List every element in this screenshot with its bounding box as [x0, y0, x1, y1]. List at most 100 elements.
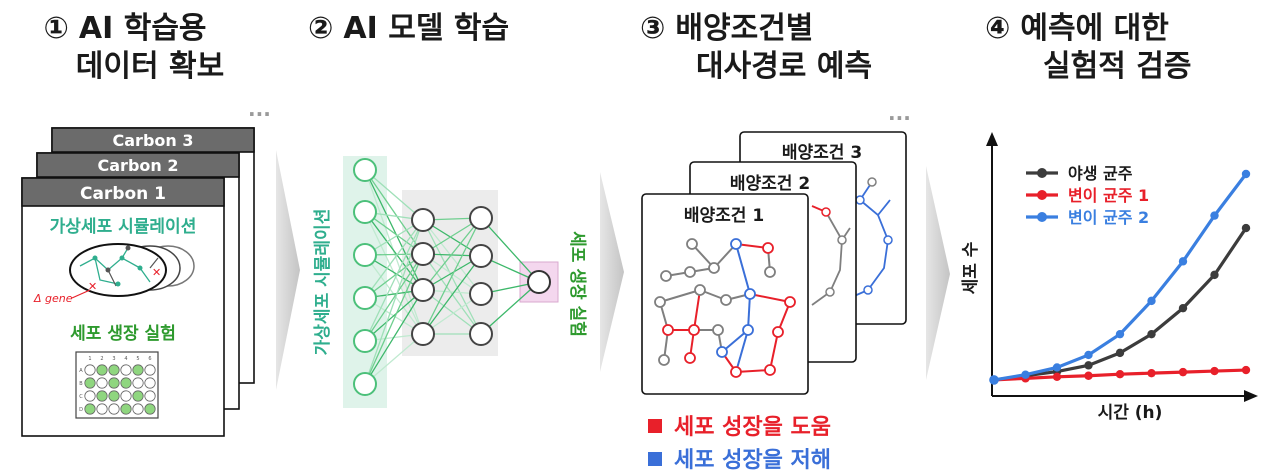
series-point	[1241, 365, 1251, 375]
x-axis-label: 시간 (h)	[1098, 403, 1163, 423]
step-1-line1: AI 학습용	[78, 11, 207, 46]
pathway-node	[764, 266, 776, 278]
well	[108, 390, 120, 402]
pathway-node	[730, 238, 742, 250]
pathway-edge	[735, 243, 751, 295]
series-point	[1147, 329, 1156, 339]
pathway-node	[716, 346, 728, 358]
legend-promote: 세포 성장을 도움	[648, 409, 831, 441]
well	[132, 390, 144, 402]
pathway-edge	[747, 293, 751, 331]
knockout-x-icon: ✕	[152, 266, 161, 279]
input-node	[353, 329, 377, 353]
hidden-node	[469, 206, 493, 230]
pathway-node	[686, 238, 698, 250]
pathway-node	[712, 324, 724, 336]
pathway-edge	[769, 331, 779, 371]
series-point	[1210, 270, 1219, 280]
well	[96, 377, 108, 389]
pathway-node	[660, 270, 672, 282]
series-line	[993, 227, 1248, 382]
network-edge	[364, 169, 424, 291]
network-edge	[422, 217, 482, 335]
legend-marker	[1037, 212, 1047, 222]
input-node	[353, 286, 377, 310]
series-point	[1241, 169, 1251, 179]
step-4-line2: 실험적 검증	[1043, 49, 1192, 84]
hidden-node	[469, 244, 493, 268]
well-col-label: 3	[112, 356, 115, 362]
virtual-cell-icons: ✕ ✕	[69, 243, 195, 297]
pathway-node	[720, 294, 732, 306]
series-point	[1052, 372, 1062, 381]
pathway-node	[684, 266, 696, 278]
step-1-line2: 데이터 확보	[75, 49, 225, 84]
series-point	[1084, 361, 1093, 370]
well	[120, 364, 132, 376]
step-2-title: ② AI 모델 학습	[308, 10, 558, 48]
well	[96, 390, 108, 402]
series-point	[1052, 363, 1062, 372]
hidden-node	[469, 322, 493, 346]
step-1-number: ①	[43, 11, 69, 46]
network-edge	[364, 333, 424, 385]
network-edge	[364, 253, 424, 342]
pathway-node	[730, 366, 742, 378]
pathway-node	[764, 364, 776, 376]
well	[108, 377, 120, 389]
legend-inhibit-swatch	[648, 452, 662, 466]
input-node	[353, 372, 377, 396]
legend-marker	[1037, 168, 1047, 178]
well	[120, 403, 132, 415]
series-point	[1178, 303, 1188, 313]
series-point	[1115, 370, 1125, 379]
well	[120, 390, 132, 402]
well-col-label: 4	[124, 356, 127, 362]
pathway-node	[772, 326, 784, 338]
legend-inhibit-label: 세포 성장을 저해	[674, 448, 831, 473]
well	[84, 390, 96, 402]
pathway-edge	[659, 289, 701, 303]
chart-series	[989, 169, 1251, 385]
well-col-label: 2	[100, 356, 103, 362]
network-edge	[364, 219, 424, 342]
legend-label: 변이 균주 2	[1068, 208, 1149, 227]
nn-input-label: 가상세포 시뮬레이션	[313, 209, 333, 356]
hidden-node	[411, 322, 435, 346]
series-point	[1021, 370, 1030, 379]
step-2-line1: AI 모델 학습	[343, 11, 510, 46]
well	[144, 403, 156, 415]
series-start-point	[989, 375, 999, 385]
input-node	[353, 158, 377, 182]
knockout-x-icon-2: ✕	[88, 280, 97, 293]
flow-arrow-2	[600, 172, 624, 372]
network-edge	[480, 217, 540, 283]
well	[144, 377, 156, 389]
gene-label: Δ gene	[33, 292, 73, 305]
carbon-3-label: Carbon 3	[113, 131, 194, 150]
flow-arrow-1	[276, 150, 300, 390]
series-point	[1147, 368, 1156, 378]
simulation-label: 가상세포 시뮬레이션	[50, 217, 197, 237]
well	[144, 390, 156, 402]
well	[108, 403, 120, 415]
network-edge	[364, 289, 424, 342]
network-edge	[364, 253, 424, 299]
network-edge	[422, 219, 482, 295]
legend-promote-swatch	[648, 419, 662, 433]
legend-label: 야생 균주	[1068, 164, 1133, 183]
y-axis-arrow	[986, 132, 998, 146]
network-edge	[480, 281, 540, 335]
condition-2-label: 배양조건 2	[730, 174, 810, 194]
well	[84, 364, 96, 376]
network-edge	[422, 289, 482, 335]
pathway-edge	[735, 329, 749, 373]
output-node	[527, 270, 551, 294]
step-3-line2: 대사경로 예측	[696, 49, 873, 84]
hidden-node	[469, 282, 493, 306]
step-2-number: ②	[308, 11, 334, 46]
series-point	[1178, 367, 1188, 377]
